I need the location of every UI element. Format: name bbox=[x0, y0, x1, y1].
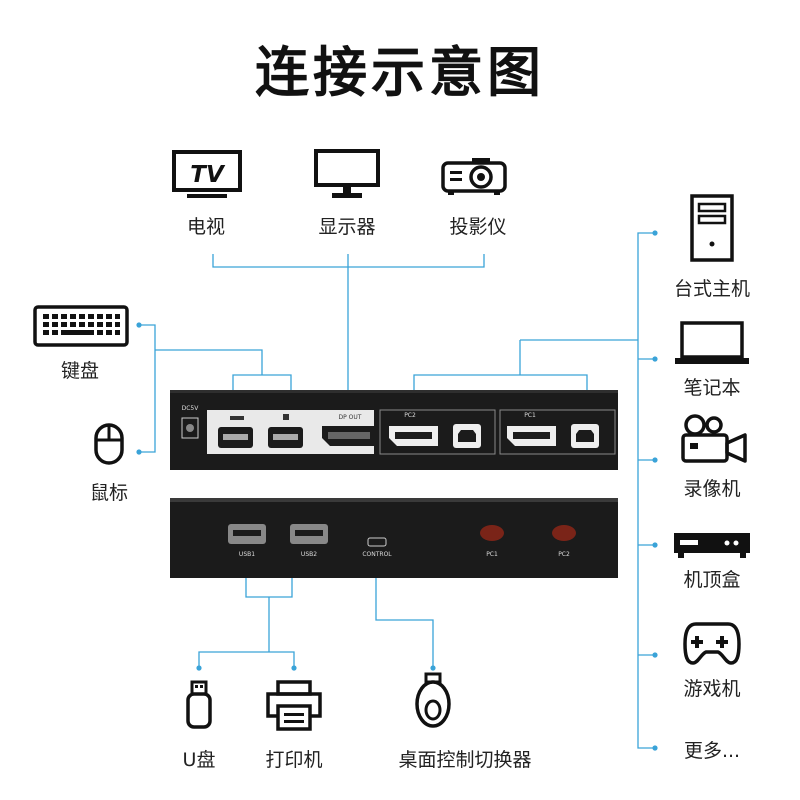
projector-icon bbox=[441, 158, 507, 195]
tv-label: 电视 bbox=[186, 216, 226, 238]
printer-icon bbox=[266, 680, 322, 731]
video-camera-icon bbox=[681, 414, 747, 463]
front-pc1-label: PC1 bbox=[486, 551, 498, 558]
front-usb1-label: USB1 bbox=[239, 551, 255, 558]
projector-label: 投影仪 bbox=[449, 216, 507, 238]
front-control-label: CONTROL bbox=[362, 551, 392, 558]
front-usb2-label: USB2 bbox=[301, 551, 317, 558]
gamepad-icon bbox=[683, 622, 741, 665]
back-pc1-label: PC1 bbox=[524, 412, 536, 419]
desktop-switch-controller-icon bbox=[415, 672, 451, 728]
kvm-front-panel: USB1 USB2 CONTROL PC1 PC2 bbox=[170, 498, 618, 578]
mouse-label: 鼠标 bbox=[89, 482, 129, 504]
more-label: 更多... bbox=[683, 740, 741, 762]
monitor-icon bbox=[314, 149, 380, 198]
mouse-icon bbox=[94, 423, 124, 465]
gamepad-label: 游戏机 bbox=[683, 678, 741, 700]
desktop-label: 台式主机 bbox=[673, 278, 751, 300]
usb-drive-icon bbox=[186, 680, 212, 729]
printer-label: 打印机 bbox=[265, 749, 323, 771]
monitor-label: 显示器 bbox=[318, 216, 376, 238]
front-pc2-label: PC2 bbox=[558, 551, 570, 558]
keyboard-label: 键盘 bbox=[60, 360, 100, 382]
page-title: 连接示意图 bbox=[255, 41, 545, 104]
laptop-icon bbox=[675, 321, 749, 364]
usb-drive-label: U盘 bbox=[182, 749, 216, 771]
back-pc2-label: PC2 bbox=[404, 412, 416, 419]
kvm-back-panel: DC5V DP OUT PC2 PC1 bbox=[170, 390, 618, 470]
video-camera-label: 录像机 bbox=[683, 478, 741, 500]
keyboard-icon bbox=[33, 305, 129, 347]
dp-out-label: DP OUT bbox=[339, 414, 362, 421]
switch-controller-label: 桌面控制切换器 bbox=[398, 749, 532, 771]
set-top-box-label: 机顶盒 bbox=[683, 569, 741, 591]
desktop-tower-icon bbox=[690, 194, 734, 262]
dc-label: DC5V bbox=[182, 405, 200, 412]
set-top-box-icon bbox=[674, 533, 750, 558]
laptop-label: 笔记本 bbox=[683, 377, 741, 399]
tv-icon-text: TV bbox=[190, 162, 226, 188]
tv-icon: TV bbox=[172, 150, 242, 198]
